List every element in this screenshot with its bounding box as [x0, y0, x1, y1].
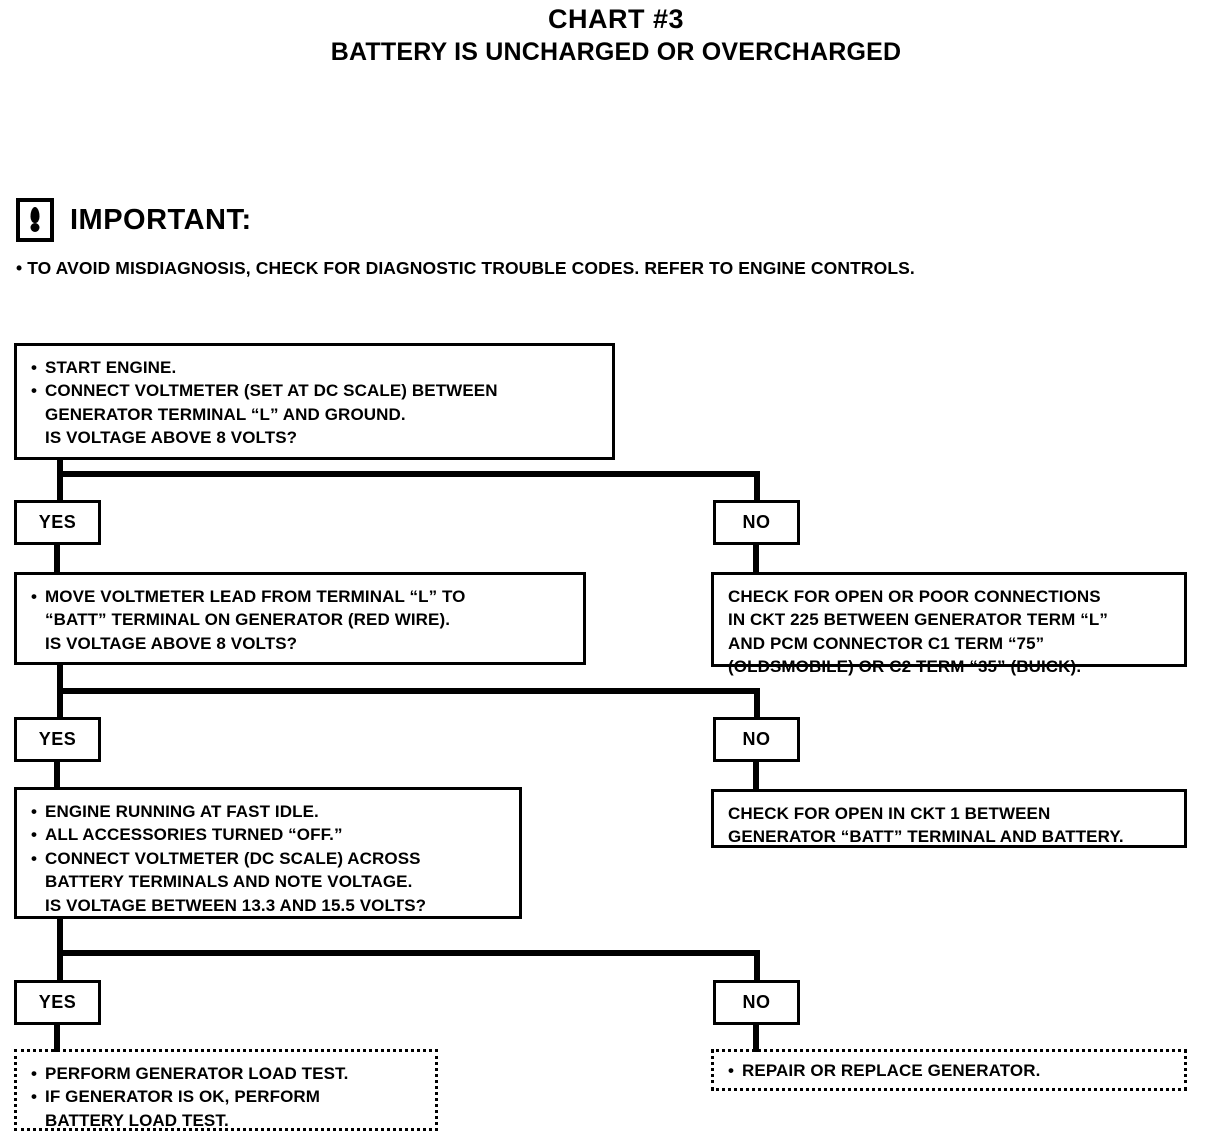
- terminal-yes-line-2: • IF GENERATOR IS OK, PERFORM: [31, 1085, 423, 1108]
- branch-no-1-label: NO: [742, 512, 771, 532]
- terminal-no-line-1: • REPAIR OR REPLACE GENERATOR.: [728, 1059, 1172, 1082]
- important-note: • TO AVOID MISDIAGNOSIS, CHECK FOR DIAGN…: [16, 258, 915, 278]
- bullet-icon: •: [31, 825, 38, 845]
- terminal-no-box: • REPAIR OR REPLACE GENERATOR.: [711, 1049, 1187, 1091]
- exclamation-in-box-icon: [16, 198, 54, 242]
- branch-no-3: NO: [713, 980, 800, 1025]
- branch-no-2-label: NO: [742, 729, 771, 749]
- step-3-text-2: ALL ACCESSORIES TURNED “OFF.”: [45, 825, 343, 845]
- result-no-1-box: CHECK FOR OPEN OR POOR CONNECTIONS IN CK…: [711, 572, 1187, 676]
- step-1-text-2: CONNECT VOLTMETER (SET AT DC SCALE) BETW…: [45, 381, 498, 401]
- step-2-line-1: • MOVE VOLTMETER LEAD FROM TERMINAL “L” …: [31, 585, 571, 608]
- result-no-1-text-4: (OLDSMOBILE) OR C2 TERM “35” (BUICK).: [728, 657, 1082, 677]
- bullet-icon: •: [31, 381, 38, 401]
- terminal-no-text-1: REPAIR OR REPLACE GENERATOR.: [742, 1061, 1041, 1080]
- connector-step3-down: [57, 917, 63, 982]
- terminal-yes-text-3: BATTERY LOAD TEST.: [45, 1110, 229, 1130]
- connector-step2-to-no: [754, 688, 760, 720]
- bullet-icon: •: [31, 358, 38, 377]
- connector-step3-rail: [57, 950, 760, 956]
- step-2-text-1: MOVE VOLTMETER LEAD FROM TERMINAL “L” TO: [45, 587, 466, 606]
- result-no-2-text-1: CHECK FOR OPEN IN CKT 1 BETWEEN: [728, 804, 1051, 823]
- step-1-text-4: IS VOLTAGE ABOVE 8 VOLTS?: [45, 428, 298, 448]
- connector-step2-rail: [57, 688, 760, 694]
- step-3-box: • ENGINE RUNNING AT FAST IDLE. • ALL ACC…: [14, 787, 522, 919]
- result-no-2-box: CHECK FOR OPEN IN CKT 1 BETWEEN GENERATO…: [711, 789, 1187, 848]
- chart-title-main: CHART #3: [547, 4, 685, 34]
- step-1-line-1: • START ENGINE.: [31, 356, 600, 379]
- connector-no3-down: [753, 1024, 759, 1052]
- terminal-yes-box: • PERFORM GENERATOR LOAD TEST. • IF GENE…: [14, 1049, 438, 1131]
- bullet-icon: •: [31, 587, 38, 606]
- bullet-icon: •: [728, 1061, 735, 1080]
- step-3-line-2: • ALL ACCESSORIES TURNED “OFF.”: [31, 823, 507, 846]
- step-1-box: • START ENGINE. • CONNECT VOLTMETER (SET…: [14, 343, 615, 460]
- branch-no-3-label: NO: [742, 992, 771, 1012]
- step-2-text-2: “BATT” TERMINAL ON GENERATOR (RED WIRE).: [45, 610, 451, 630]
- bullet-icon: •: [31, 1064, 38, 1083]
- step-1-text-1: START ENGINE.: [45, 358, 177, 377]
- page-title: CHART #3 BATTERY IS UNCHARGED OR OVERCHA…: [0, 4, 1232, 67]
- step-3-line-1: • ENGINE RUNNING AT FAST IDLE.: [31, 800, 507, 823]
- step-1-text-3: GENERATOR TERMINAL “L” AND GROUND.: [45, 404, 406, 424]
- connector-step1-rail: [57, 471, 760, 477]
- connector-no1-down: [753, 544, 759, 574]
- connector-yes1-down: [54, 544, 60, 574]
- connector-no2-down: [753, 761, 759, 789]
- connector-yes3-down: [54, 1024, 60, 1052]
- branch-yes-2-label: YES: [38, 729, 77, 749]
- important-label: IMPORTANT:: [70, 203, 252, 236]
- branch-yes-3: YES: [14, 980, 101, 1025]
- exclamation-dot: [30, 223, 40, 232]
- branch-yes-1: YES: [14, 500, 101, 545]
- result-no-2-text-2: GENERATOR “BATT” TERMINAL AND BATTERY.: [728, 827, 1124, 847]
- step-3-line-3: • CONNECT VOLTMETER (DC SCALE) ACROSS: [31, 847, 507, 870]
- branch-yes-1-label: YES: [38, 512, 77, 532]
- step-1-line-2: • CONNECT VOLTMETER (SET AT DC SCALE) BE…: [31, 379, 600, 402]
- connector-step1-down: [57, 458, 63, 502]
- result-no-1-text-1: CHECK FOR OPEN OR POOR CONNECTIONS: [728, 587, 1101, 606]
- step-3-text-3: CONNECT VOLTMETER (DC SCALE) ACROSS: [45, 848, 421, 868]
- important-notice: IMPORTANT:: [16, 198, 252, 242]
- terminal-yes-text-1: PERFORM GENERATOR LOAD TEST.: [45, 1064, 349, 1083]
- result-no-1-text-3: AND PCM CONNECTOR C1 TERM “75”: [728, 633, 1045, 653]
- step-3-text-1: ENGINE RUNNING AT FAST IDLE.: [45, 802, 319, 821]
- step-3-text-4: BATTERY TERMINALS AND NOTE VOLTAGE.: [45, 872, 413, 892]
- chart-title-sub: BATTERY IS UNCHARGED OR OVERCHARGED: [330, 38, 902, 67]
- connector-step3-to-no: [754, 950, 760, 982]
- bullet-icon: •: [31, 802, 38, 821]
- terminal-yes-line-1: • PERFORM GENERATOR LOAD TEST.: [31, 1062, 423, 1085]
- connector-yes2-down: [54, 761, 60, 789]
- branch-yes-2: YES: [14, 717, 101, 762]
- step-2-text-3: IS VOLTAGE ABOVE 8 VOLTS?: [45, 633, 298, 653]
- connector-step1-to-no: [754, 471, 760, 502]
- branch-yes-3-label: YES: [38, 992, 77, 1012]
- result-no-1-text-2: IN CKT 225 BETWEEN GENERATOR TERM “L”: [728, 610, 1108, 630]
- branch-no-1: NO: [713, 500, 800, 545]
- terminal-yes-text-2: IF GENERATOR IS OK, PERFORM: [45, 1087, 321, 1107]
- step-3-text-5: IS VOLTAGE BETWEEN 13.3 AND 15.5 VOLTS?: [45, 895, 427, 915]
- step-2-box: • MOVE VOLTMETER LEAD FROM TERMINAL “L” …: [14, 572, 586, 665]
- bullet-icon: •: [31, 848, 38, 868]
- bullet-icon: •: [31, 1087, 38, 1107]
- branch-no-2: NO: [713, 717, 800, 762]
- exclamation-stem: [30, 207, 40, 223]
